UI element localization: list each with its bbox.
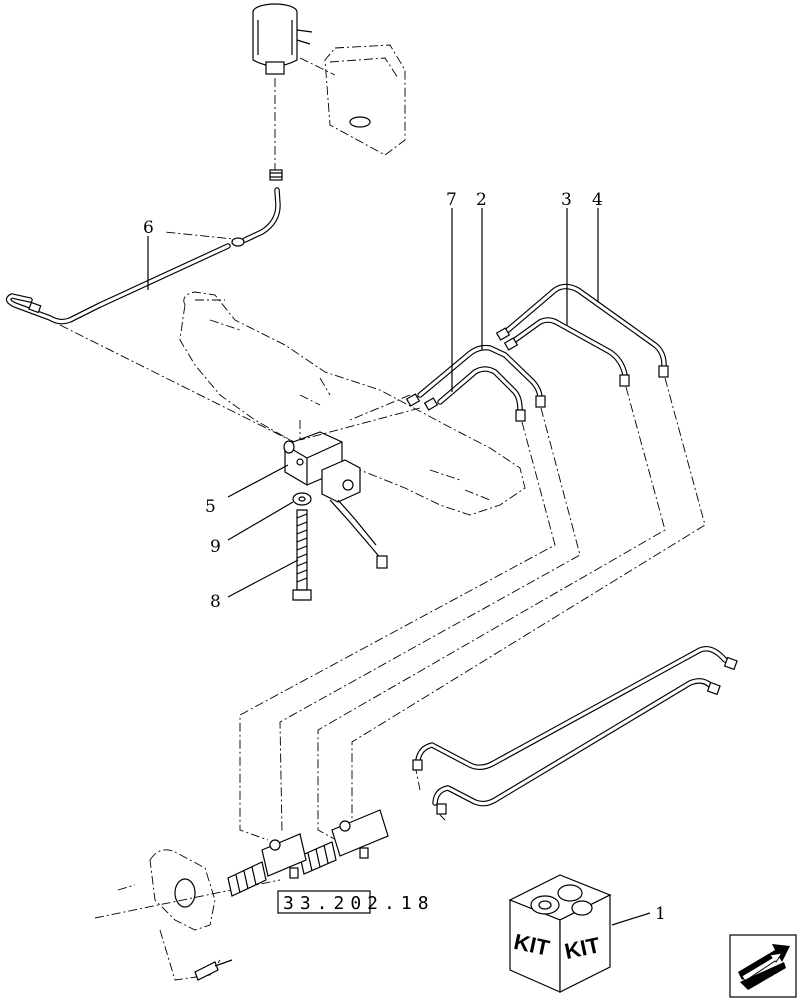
hose-fitting xyxy=(269,169,283,181)
brake-line-3 xyxy=(503,317,630,387)
frame-outline xyxy=(179,291,526,516)
callout-9: 9 xyxy=(210,537,221,557)
section-reference-label: 33.202.18 xyxy=(283,893,435,914)
lower-brake-lines xyxy=(412,646,738,815)
callout-6: 6 xyxy=(143,218,154,238)
kit-box: KIT KIT xyxy=(508,874,612,993)
master-cylinder-assembly xyxy=(94,809,389,981)
callout-7: 7 xyxy=(446,190,457,210)
callout-4: 4 xyxy=(592,190,603,210)
next-page-arrow-icon[interactable] xyxy=(729,934,797,998)
brake-fluid-reservoir xyxy=(252,3,313,75)
callout-3: 3 xyxy=(561,190,572,210)
brake-line-7 xyxy=(423,366,526,422)
brake-line-4 xyxy=(495,283,669,378)
callout-1: 1 xyxy=(655,904,666,924)
valve-block xyxy=(283,431,388,569)
brake-line-2 xyxy=(405,344,546,408)
brake-line-6 xyxy=(5,243,231,325)
bolt-8 xyxy=(292,509,312,601)
leader-lines xyxy=(147,208,651,926)
washer-9 xyxy=(292,492,312,506)
section-reference[interactable]: 33.202.18 xyxy=(277,890,435,914)
callout-8: 8 xyxy=(210,592,221,612)
reservoir-bracket xyxy=(299,44,406,156)
callout-2: 2 xyxy=(476,190,487,210)
callout-5: 5 xyxy=(205,497,216,517)
